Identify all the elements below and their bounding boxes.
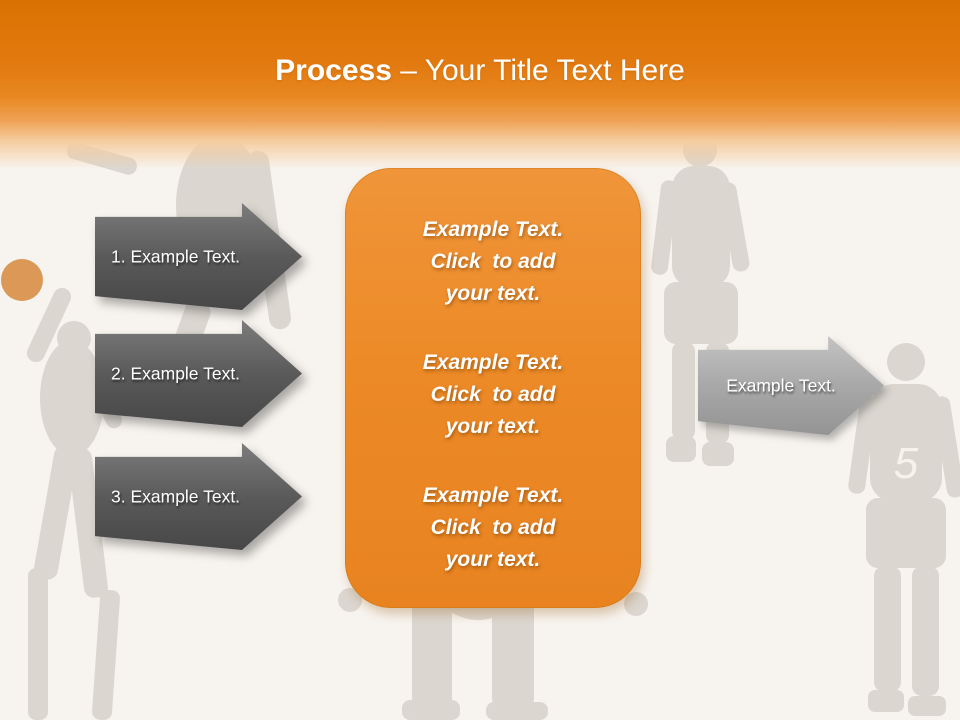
basketball-icon (1, 259, 43, 301)
placeholder-paragraph-1: Example Text. Click to add your text. (345, 214, 641, 310)
placeholder-line: your text. (445, 282, 541, 305)
step-2-label: 2. Example Text. (111, 363, 241, 383)
placeholder-paragraph-3: Example Text. Click to add your text. (345, 480, 641, 576)
step-arrow-3[interactable]: 3. Example Text. (95, 443, 302, 550)
output-arrow[interactable]: Example Text. (698, 336, 884, 435)
placeholder-line: Example Text. (422, 351, 564, 374)
placeholder-line: Example Text. (422, 218, 564, 241)
placeholder-line: Click to add (430, 516, 556, 539)
jersey-number: 5 (894, 439, 919, 488)
output-arrow-label: Example Text. (726, 375, 836, 395)
step-1-label: 1. Example Text. (111, 246, 241, 266)
placeholder-line: Click to add (430, 250, 556, 273)
placeholder-line: your text. (445, 548, 541, 571)
step-arrow-2[interactable]: 2. Example Text. (95, 320, 302, 427)
placeholder-line: your text. (445, 415, 541, 438)
player-silhouette-far-right: 5 (848, 343, 960, 716)
step-3-label: 3. Example Text. (111, 486, 241, 506)
content-placeholder-box[interactable]: Example Text. Click to add your text. Ex… (345, 168, 641, 608)
placeholder-line: Example Text. (422, 484, 564, 507)
placeholder-line: Click to add (430, 383, 556, 406)
placeholder-paragraph-2: Example Text. Click to add your text. (345, 347, 641, 443)
step-arrow-1[interactable]: 1. Example Text. (95, 203, 302, 310)
